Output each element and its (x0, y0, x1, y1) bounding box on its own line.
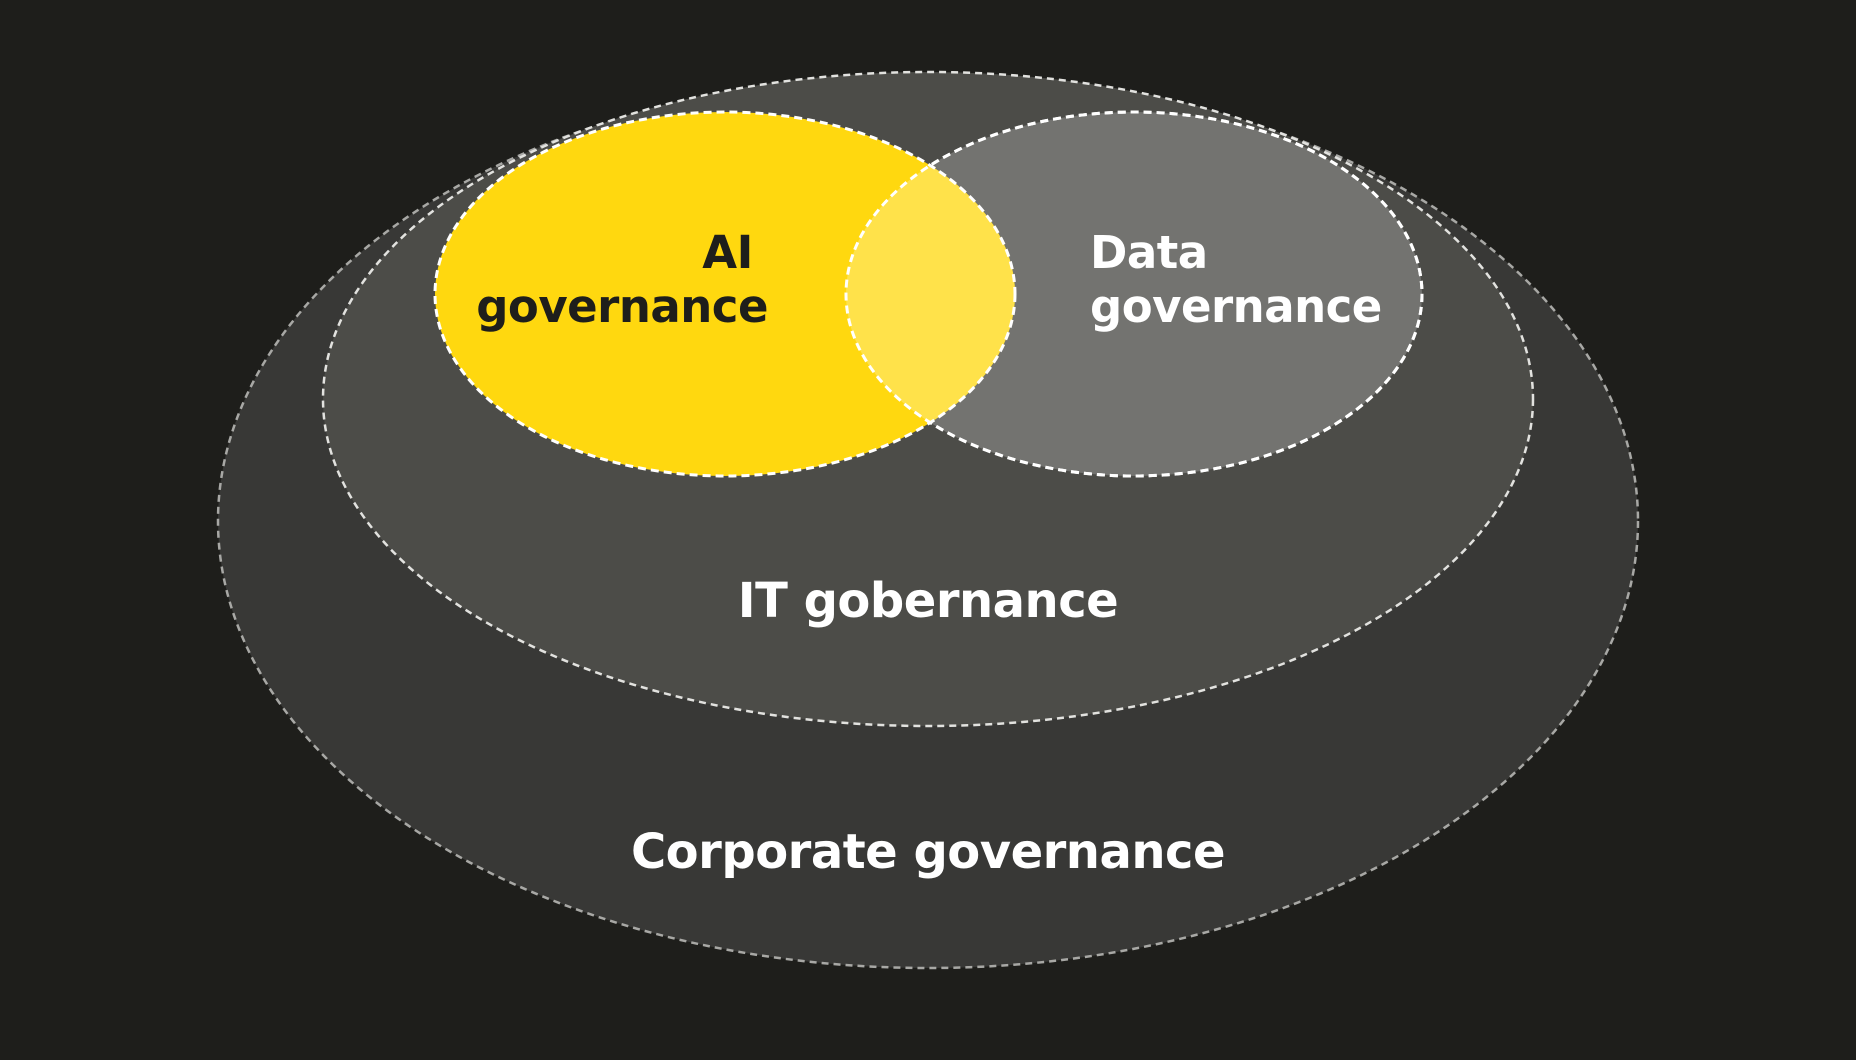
it-governance-label: IT gobernance (738, 573, 1118, 629)
ai-governance-label: AI governance (476, 226, 768, 333)
data-governance-outline (844, 110, 1424, 478)
corporate-governance-label: Corporate governance (631, 824, 1225, 880)
data-governance-label: Data governance (1090, 226, 1382, 333)
data-governance-label-line1: Data (1090, 226, 1208, 279)
ai-governance-outline (433, 110, 1017, 478)
ai-governance-region (435, 112, 1015, 476)
data-governance-label-line2: governance (1090, 280, 1382, 333)
ai-governance-label-line1: AI (702, 226, 753, 279)
ai-governance-label-line2: governance (476, 280, 768, 333)
